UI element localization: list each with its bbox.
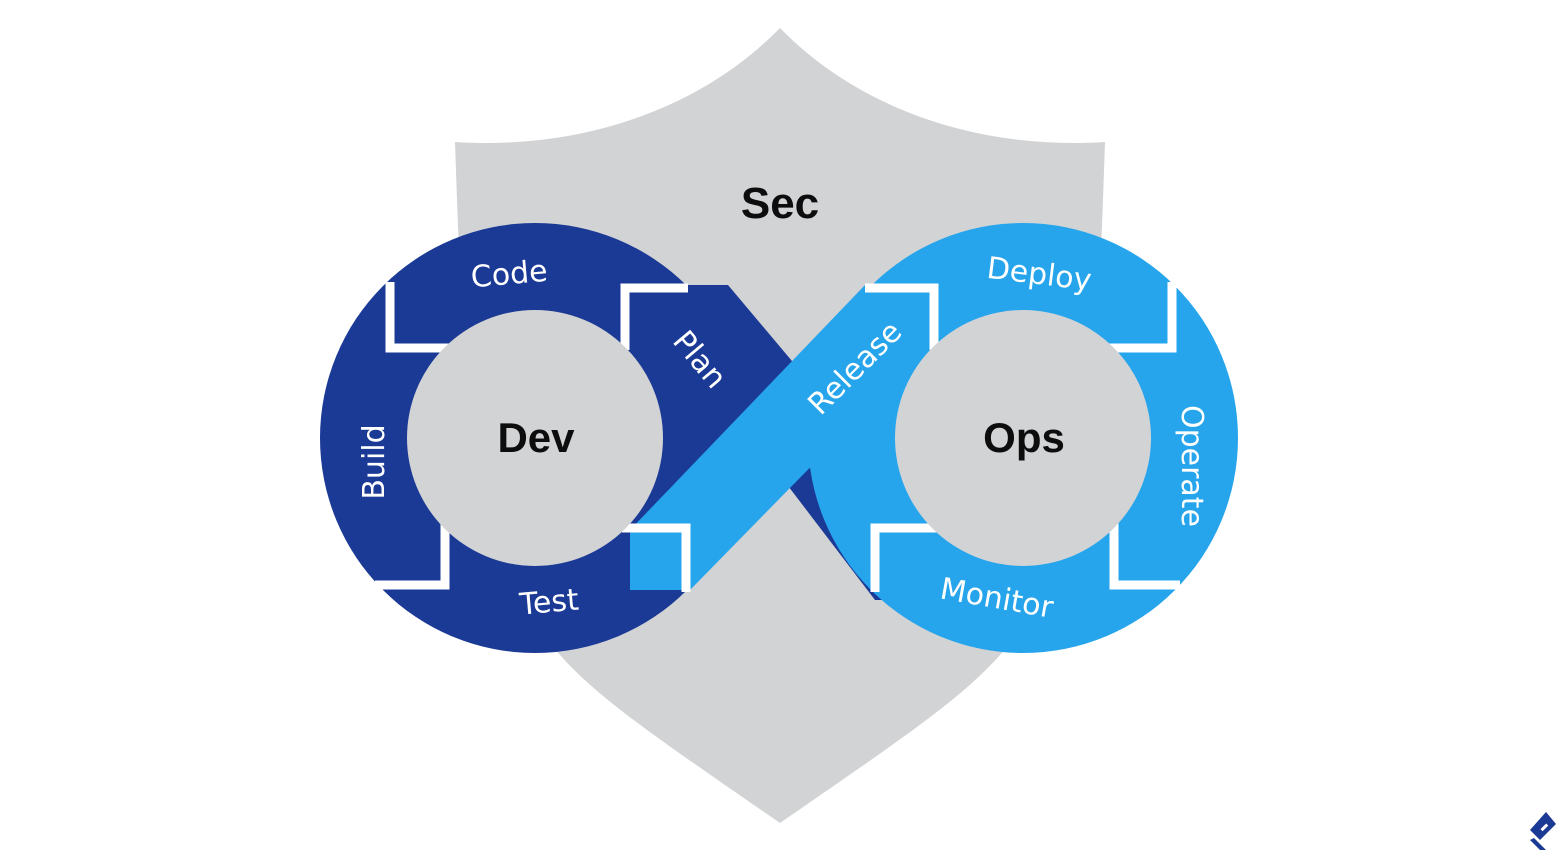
shield-label: Sec bbox=[741, 179, 819, 228]
stage-label-operate: Operate bbox=[1174, 405, 1209, 527]
dev-label: Dev bbox=[497, 414, 575, 461]
ops-label: Ops bbox=[983, 414, 1065, 461]
ops-inner-circle bbox=[895, 310, 1151, 566]
dev-inner-circle bbox=[407, 310, 663, 566]
stage-label-build: Build bbox=[357, 424, 392, 499]
brand-logo-icon bbox=[1530, 812, 1556, 850]
stage-label-code: Code bbox=[469, 254, 549, 296]
stage-label-test: Test bbox=[517, 583, 580, 623]
dev-dividers bbox=[375, 282, 691, 592]
ops-dividers bbox=[865, 282, 1180, 592]
